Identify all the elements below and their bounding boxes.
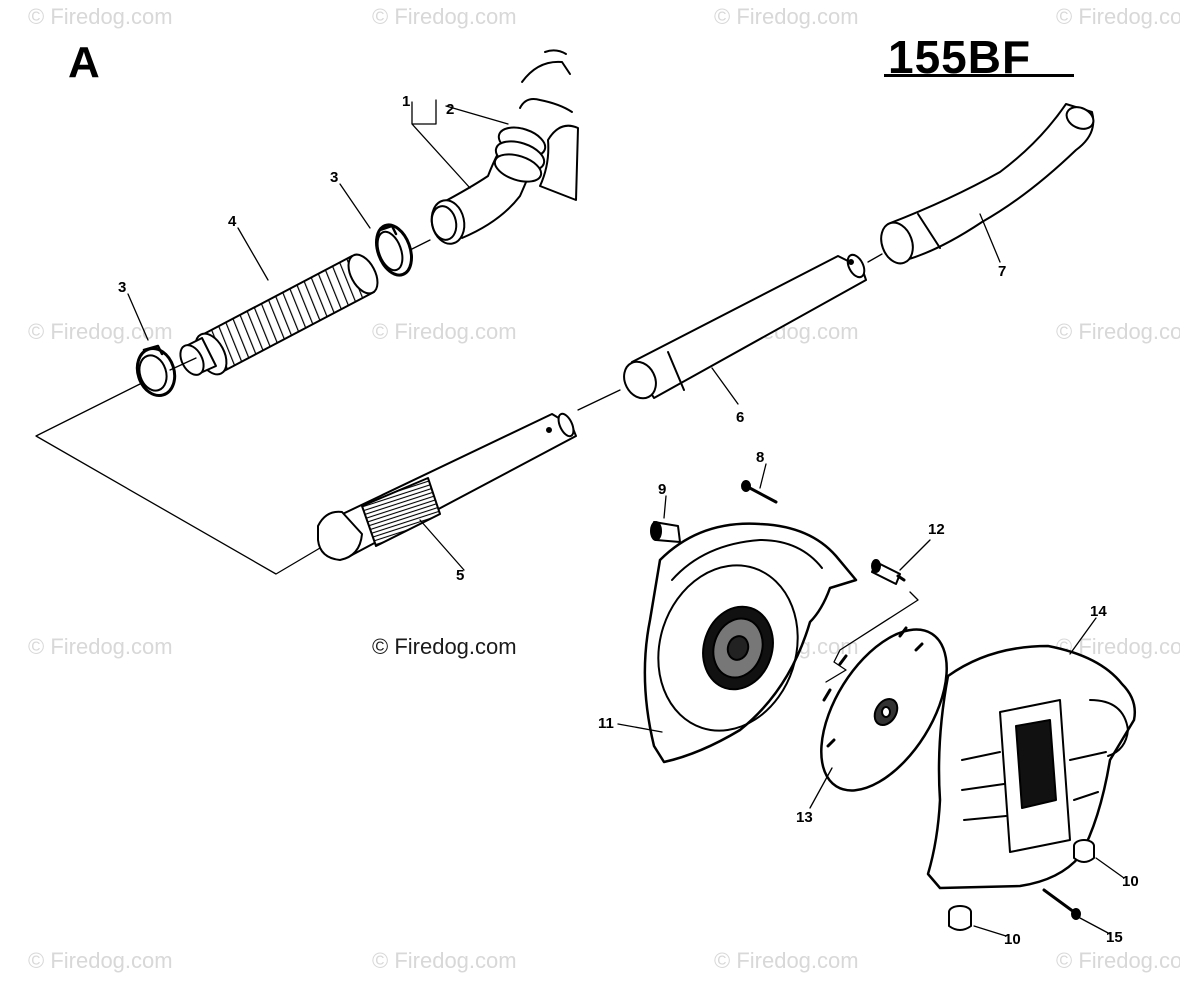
screw xyxy=(741,480,778,504)
lower-blower-tube xyxy=(317,412,577,561)
model-underline xyxy=(884,74,1074,77)
callout-label: 4 xyxy=(228,213,237,230)
callout-label: 3 xyxy=(118,279,126,296)
fitting xyxy=(871,559,906,585)
callout-label: 12 xyxy=(928,521,945,538)
upper-blower-tube xyxy=(880,103,1095,265)
watermark: © Firedog.com xyxy=(714,948,859,973)
cap xyxy=(948,905,972,931)
callout-label: 1 xyxy=(402,93,410,110)
watermark: © Firedog.com xyxy=(28,4,173,29)
callout-label: 9 xyxy=(658,481,666,498)
callout-label: 13 xyxy=(796,809,813,826)
impeller xyxy=(820,626,948,792)
callout-label: 6 xyxy=(736,409,744,426)
watermark: © Firedog.com xyxy=(1056,948,1180,973)
fan-housing-back xyxy=(926,644,1136,890)
section-letter: A xyxy=(68,38,100,87)
callout-label: 5 xyxy=(456,567,464,584)
callout-label: 11 xyxy=(598,715,614,732)
hose-clamp xyxy=(135,344,177,397)
watermark: © Firedog.com xyxy=(714,4,859,29)
callout-label: 7 xyxy=(998,263,1006,280)
callout-numbers: 1 2 3 3 4 5 6 7 8 9 10 10 11 12 13 14 15 xyxy=(118,93,1139,948)
callout-label: 8 xyxy=(756,449,764,466)
center-credit: © Firedog.com xyxy=(372,634,517,659)
watermark: © Firedog.com xyxy=(372,948,517,973)
cap xyxy=(1073,839,1095,863)
bolt xyxy=(1042,888,1081,920)
callout-label: 3 xyxy=(330,169,338,186)
callout-label: 10 xyxy=(1122,873,1139,890)
hose-clamp xyxy=(375,223,413,277)
watermark: © Firedog.com xyxy=(372,319,517,344)
callout-label: 10 xyxy=(1004,931,1021,948)
watermark: © Firedog.com xyxy=(28,634,173,659)
fan-housing-cover xyxy=(643,522,858,764)
flexible-hose xyxy=(179,253,379,376)
callout-label: 14 xyxy=(1090,603,1107,620)
bushing xyxy=(650,521,681,543)
watermark: © Firedog.com xyxy=(1056,4,1180,29)
callout-label: 2 xyxy=(446,101,454,118)
watermark: © Firedog.com xyxy=(1056,319,1180,344)
callout-label: 15 xyxy=(1106,929,1123,946)
watermark: © Firedog.com xyxy=(372,4,517,29)
elbow-tube xyxy=(430,126,547,245)
watermark: © Firedog.com xyxy=(28,948,173,973)
middle-blower-tube xyxy=(623,253,867,400)
